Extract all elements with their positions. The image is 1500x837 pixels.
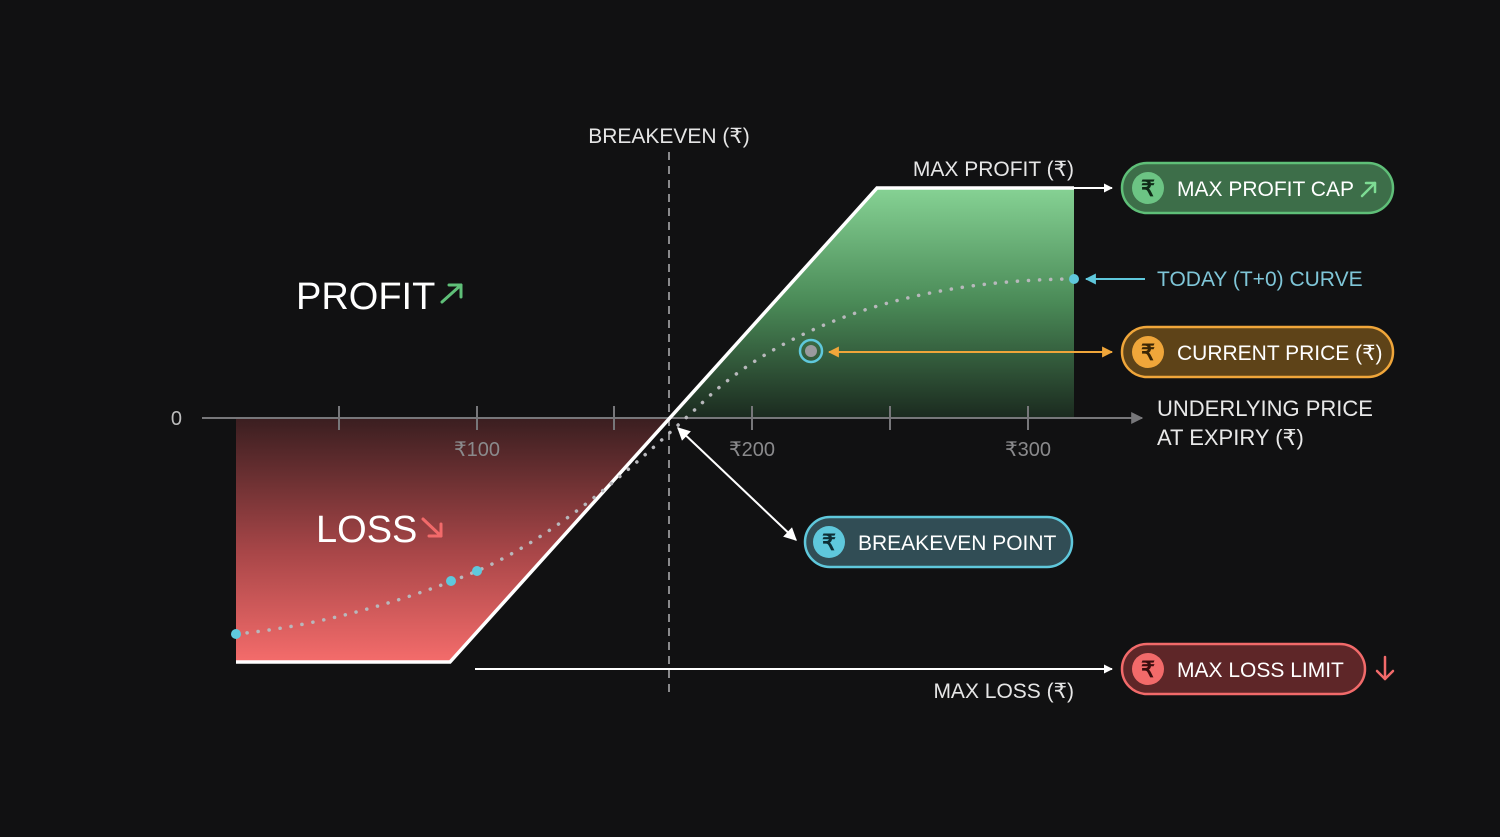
rupee-icon bbox=[1132, 653, 1164, 685]
loss-label: LOSS bbox=[316, 509, 417, 551]
badge-label: CURRENT PRICE (₹) bbox=[1177, 342, 1382, 365]
tick-label-300: ₹300 bbox=[1005, 439, 1051, 461]
rupee-symbol: ₹ bbox=[1141, 340, 1155, 365]
curve-dot bbox=[472, 566, 482, 576]
arrow-down-right-icon bbox=[421, 517, 443, 538]
rupee-icon bbox=[1132, 172, 1164, 204]
loss-region bbox=[236, 418, 671, 662]
rupee-symbol: ₹ bbox=[1141, 657, 1155, 682]
zero-label: 0 bbox=[171, 408, 182, 430]
current-price-badge: ₹ CURRENT PRICE (₹) bbox=[1120, 325, 1395, 379]
rupee-symbol: ₹ bbox=[1141, 176, 1155, 201]
badge-label: MAX LOSS LIMIT bbox=[1177, 659, 1344, 682]
current-price-marker bbox=[798, 338, 824, 364]
tick-label-200: ₹200 bbox=[729, 439, 775, 461]
badge-label: MAX PROFIT CAP bbox=[1177, 178, 1354, 201]
payoff-line bbox=[236, 186, 1074, 664]
breakeven-top-label: BREAKEVEN (₹) bbox=[588, 125, 750, 148]
tick-label-100: ₹100 bbox=[454, 439, 500, 461]
today-curve bbox=[234, 277, 1076, 636]
max-profit-cap-badge: ₹ MAX PROFIT CAP bbox=[1120, 161, 1395, 215]
curve-dot bbox=[446, 576, 456, 586]
axis-ticks bbox=[338, 406, 1029, 430]
arrow-up-right-icon bbox=[440, 283, 463, 304]
rupee-icon bbox=[813, 526, 845, 558]
curve-dot bbox=[231, 629, 241, 639]
max-loss-label: MAX LOSS (₹) bbox=[933, 680, 1074, 703]
rupee-symbol: ₹ bbox=[822, 530, 836, 555]
breakeven-pointer-arrow bbox=[677, 427, 797, 541]
max-loss-limit-badge: ₹ MAX LOSS LIMIT bbox=[1120, 642, 1367, 696]
rupee-icon bbox=[1132, 336, 1164, 368]
current-price-dot bbox=[805, 345, 817, 357]
badge-label: BREAKEVEN POINT bbox=[858, 532, 1057, 555]
arrow-down-icon bbox=[1375, 655, 1395, 681]
curve-dot bbox=[1069, 274, 1079, 284]
arrow-up-right-icon bbox=[1360, 181, 1377, 198]
profit-region bbox=[671, 188, 1074, 418]
profit-label: PROFIT bbox=[296, 276, 435, 318]
x-axis-label-line1: UNDERLYING PRICE bbox=[1157, 396, 1373, 421]
today-curve-label: TODAY (T+0) CURVE bbox=[1157, 268, 1363, 291]
max-profit-label: MAX PROFIT (₹) bbox=[913, 158, 1074, 181]
breakeven-point-badge: ₹ BREAKEVEN POINT bbox=[803, 515, 1074, 569]
x-axis-label-line2: AT EXPIRY (₹) bbox=[1157, 425, 1304, 450]
